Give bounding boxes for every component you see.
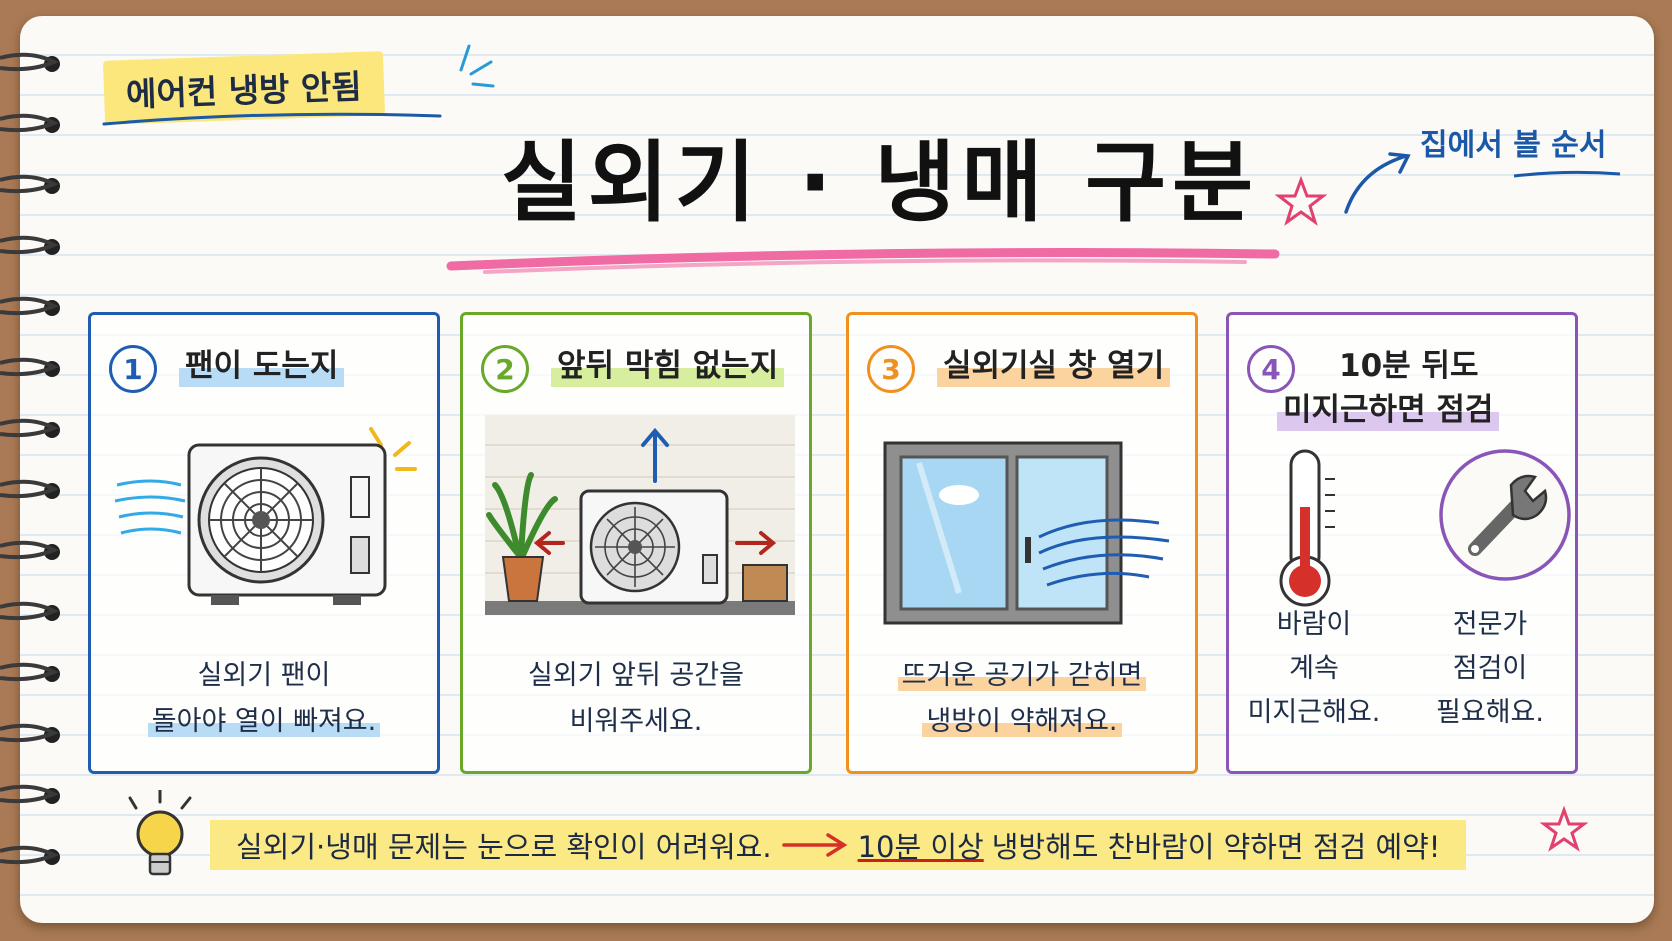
spiral-binding [0, 52, 60, 865]
spiral-ring [0, 357, 59, 377]
sparkle-icon [459, 44, 495, 88]
open-window-illustration [883, 441, 1170, 625]
caption-highlight: 냉방이 약해져요. [922, 706, 1122, 737]
sub-right-line2: 점검이 [1452, 653, 1528, 684]
spiral-ring [0, 845, 59, 865]
tip-text-2: 10분 이상 [857, 830, 984, 864]
spiral-ring [0, 540, 59, 560]
card-window-check: 3 실외기실 창 열기 뜨거운 공기가 갇히면 냉방이 약해져요. [846, 312, 1198, 774]
caption-line: 실외기 앞뒤 공간을 [528, 660, 744, 691]
star-icon [1540, 806, 1588, 852]
step-number: 1 [109, 345, 157, 393]
spiral-ring [0, 418, 59, 438]
spiral-ring [0, 235, 59, 255]
step-number: 2 [481, 345, 529, 393]
wrench-icon [1439, 449, 1571, 581]
sub-right-line1: 전문가 [1452, 609, 1528, 640]
arrow-icon [1344, 152, 1411, 214]
tip-banner: 실외기·냉매 문제는 눈으로 확인이 어려워요. 10분 이상 냉방해도 찬바람… [210, 820, 1467, 870]
card-clearance-check: 2 앞뒤 막힘 없는지 실외기 앞뒤 공간을 비워주세요. [460, 312, 812, 774]
sub-left-line3: 미지근해요. [1247, 697, 1381, 728]
caption-line: 실외기 팬이 [197, 660, 331, 691]
spiral-ring [0, 113, 59, 133]
tip-text-1: 실외기·냉매 문제는 눈으로 확인이 어려워요. [236, 830, 772, 864]
spiral-ring [0, 479, 59, 499]
step-number: 4 [1247, 345, 1295, 393]
arrow-right-icon [781, 833, 847, 857]
tip-text-3: 냉방해도 찬바람이 약하면 점검 예약! [991, 830, 1441, 864]
card-heading-line2: 미지근하면 점검 [1277, 389, 1500, 431]
card-heading: 앞뒤 막힘 없는지 [551, 345, 785, 387]
step-number: 3 [867, 345, 915, 393]
spiral-ring [0, 174, 59, 194]
card-heading: 팬이 도는지 [179, 345, 345, 387]
card-service-check: 4 10분 뒤도 미지근하면 점검 바람이 계속 미지근해요. 전문가 점검이 … [1226, 312, 1578, 774]
spiral-ring [0, 723, 59, 743]
caption-line: 뜨거운 공기가 갇히면 [897, 660, 1147, 691]
spiral-ring [0, 601, 59, 621]
card-fan-check: 1 팬이 도는지 실외기 팬이 돌아야 열이 빠져요. [88, 312, 440, 774]
spiral-ring [0, 296, 59, 316]
star-icon [1275, 176, 1327, 226]
caption-highlight: 돌아야 열이 빠져요. [147, 706, 381, 737]
spiral-ring [0, 52, 59, 72]
card-heading: 실외기실 창 열기 [937, 345, 1171, 387]
card-heading-line1: 10분 뒤도 [1339, 348, 1479, 384]
lightbulb-icon [128, 790, 192, 876]
sub-left-line1: 바람이 [1276, 609, 1352, 640]
thermometer-icon [1279, 449, 1335, 607]
side-note: 집에서 볼 순서 [1420, 128, 1607, 163]
clearance-illustration [485, 415, 795, 615]
spiral-ring [0, 784, 59, 804]
sub-right-line3: 필요해요. [1436, 697, 1544, 728]
title-underline [446, 248, 1280, 274]
sub-left-line2: 계속 [1289, 653, 1339, 684]
caption-line-2: 비워주세요. [569, 706, 703, 737]
page-title: 실외기 · 냉매 구분 [500, 131, 1260, 234]
spiral-ring [0, 662, 59, 682]
tag-underline [102, 112, 442, 126]
outdoor-unit-illustration [114, 427, 417, 605]
note-underline [1513, 170, 1621, 178]
